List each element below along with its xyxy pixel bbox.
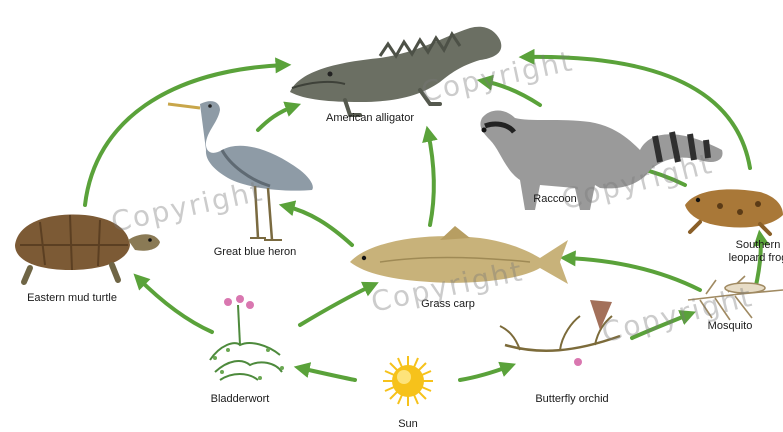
sun-illustration bbox=[383, 356, 433, 406]
arrow-mosquito-to-carp bbox=[566, 258, 700, 290]
label-bladderwort: Bladderwort bbox=[211, 393, 270, 405]
arrow-heron-to-alligator bbox=[258, 106, 295, 130]
label-american-alligator: American alligator bbox=[326, 112, 414, 124]
label-butterfly-orchid: Butterfly orchid bbox=[535, 393, 608, 405]
arrow-sun-to-orchid bbox=[460, 366, 510, 380]
bladderwort-illustration bbox=[210, 295, 284, 380]
label-sun: Sun bbox=[398, 418, 418, 430]
label-eastern-mud-turtle: Eastern mud turtle bbox=[27, 292, 117, 304]
frog-illustration bbox=[685, 189, 783, 234]
arrow-bladderwort-to-turtle bbox=[138, 278, 212, 332]
arrow-bladderwort-to-carp bbox=[300, 285, 373, 325]
label-great-blue-heron: Great blue heron bbox=[214, 246, 297, 258]
arrow-carp-to-heron bbox=[285, 206, 352, 245]
arrow-carp-to-alligator bbox=[428, 132, 434, 225]
arrow-sun-to-bladderwort bbox=[300, 368, 355, 380]
label-southern-leopard-frog: Southern leopard frog bbox=[729, 239, 783, 265]
